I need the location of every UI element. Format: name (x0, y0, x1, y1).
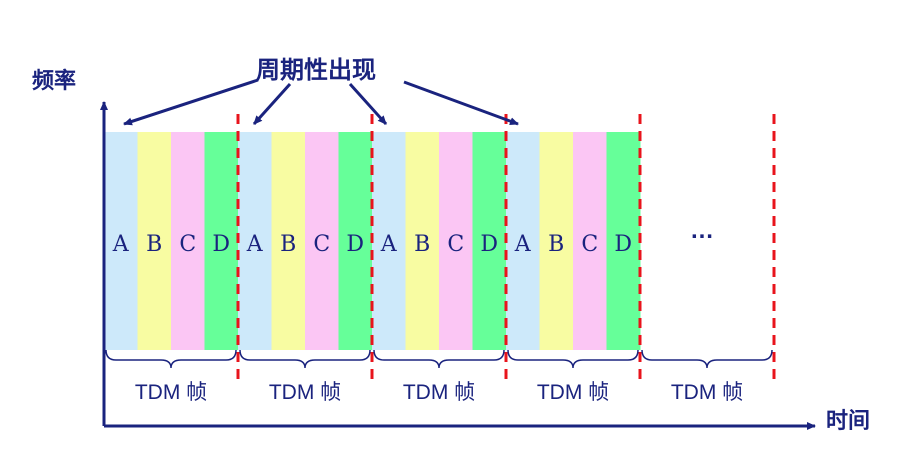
slot-d (204, 132, 239, 350)
slot-label: B (280, 232, 296, 257)
y-axis-label: 频率 (32, 68, 76, 94)
braces-layer: TDM 帧 TDM 帧 TDM 帧 TDM 帧 TDM 帧 (105, 349, 773, 404)
periodic-arrow-3 (348, 82, 388, 126)
slot-d (606, 132, 641, 350)
slot-a (372, 132, 406, 350)
frame-label: TDM 帧 (403, 381, 475, 404)
slot-label: C (179, 232, 196, 257)
slot-b (539, 132, 574, 350)
slot-label: A (514, 232, 532, 257)
dividers-layer (236, 114, 776, 384)
ellipsis-text: … (690, 217, 714, 244)
slot-a (104, 132, 138, 350)
slot-label: C (447, 232, 464, 257)
frame-label: TDM 帧 (671, 381, 743, 404)
slot-label: C (313, 232, 330, 257)
slot-label: B (548, 232, 564, 257)
slot-d (338, 132, 373, 350)
slot-label: A (112, 232, 130, 257)
slot-label: C (581, 232, 598, 257)
x-axis-label: 时间 (826, 409, 870, 434)
frame-brace (105, 349, 237, 369)
frame-brace (373, 349, 505, 369)
slot-label: D (614, 232, 632, 257)
periodic-label: 周期性出现 (256, 56, 376, 84)
frame-brace (239, 349, 371, 369)
slot-label: D (346, 232, 364, 257)
slot-a (506, 132, 540, 350)
slot-label: D (480, 232, 498, 257)
periodic-arrow-4 (403, 80, 519, 126)
slot-c (171, 132, 205, 350)
periodic-arrow-2 (252, 82, 292, 126)
slot-label: D (212, 232, 230, 257)
periodic-arrow-1 (123, 78, 259, 126)
slot-d (472, 132, 507, 350)
frame-label: TDM 帧 (135, 381, 207, 404)
slot-c (573, 132, 607, 350)
slot-b (271, 132, 306, 350)
slot-a (238, 132, 272, 350)
slot-label: B (146, 232, 162, 257)
frame-brace (507, 349, 639, 369)
slot-c (305, 132, 339, 350)
slot-b (137, 132, 172, 350)
frame-brace (641, 349, 773, 369)
slot-label: A (380, 232, 398, 257)
frame-label: TDM 帧 (269, 381, 341, 404)
frame-label: TDM 帧 (537, 381, 609, 404)
slot-c (439, 132, 473, 350)
slot-label: B (414, 232, 430, 257)
slot-label: A (246, 232, 264, 257)
slot-b (405, 132, 440, 350)
